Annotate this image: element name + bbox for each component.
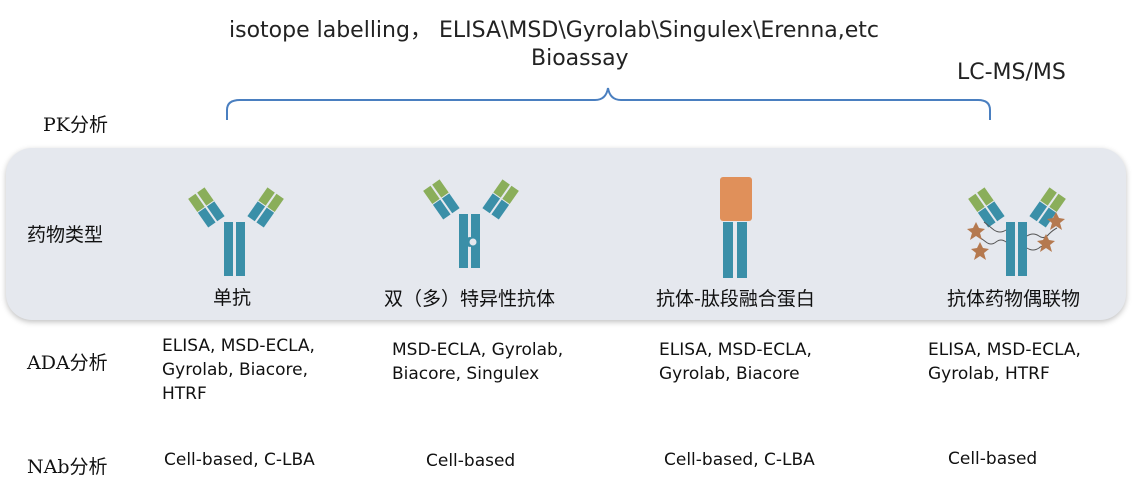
ada-cell-3: ELISA, MSD-ECLA, Gyrolab, Biacore <box>659 340 812 384</box>
antibody-peptide-fusion-icon <box>720 177 752 278</box>
ada-cell-4: ELISA, MSD-ECLA, Gyrolab, HTRF <box>928 340 1081 384</box>
row-label-ada: ADA分析 <box>27 352 108 374</box>
nab-cell-2: Cell-based <box>426 451 516 471</box>
drug-type-label-1: 单抗 <box>213 287 252 309</box>
row-label-nab: NAb分析 <box>27 456 108 478</box>
ada-cell-1: ELISA, MSD-ECLA, Gyrolab, Biacore, HTRF <box>162 336 315 404</box>
ada-cell-2: MSD-ECLA, Gyrolab, Biacore, Singulex <box>392 340 564 384</box>
antibody-drug-conjugate-icon <box>967 187 1066 276</box>
brace-icon <box>226 87 991 120</box>
drug-type-panel <box>6 148 1126 320</box>
row-label-drug-type: 药物类型 <box>27 224 104 246</box>
bioassay-label: Bioassay <box>531 46 629 71</box>
drug-type-label-3: 抗体-肽段融合蛋白 <box>656 288 815 310</box>
nab-cell-3: Cell-based, C-LBA <box>664 450 815 470</box>
bispecific-antibody-icon <box>423 179 519 268</box>
nab-cell-1: Cell-based, C-LBA <box>164 450 315 470</box>
lcms-label: LC-MS/MS <box>957 60 1066 85</box>
assay-methods-line: isotope labelling， ELISA\MSD\Gyrolab\Sin… <box>229 18 880 43</box>
drug-type-label-4: 抗体药物偶联物 <box>947 288 1081 310</box>
drug-type-label-2: 双（多）特异性抗体 <box>384 288 556 310</box>
row-label-pk: PK分析 <box>43 114 108 136</box>
monoclonal-antibody-icon <box>188 187 284 276</box>
nab-cell-4: Cell-based <box>948 449 1038 469</box>
